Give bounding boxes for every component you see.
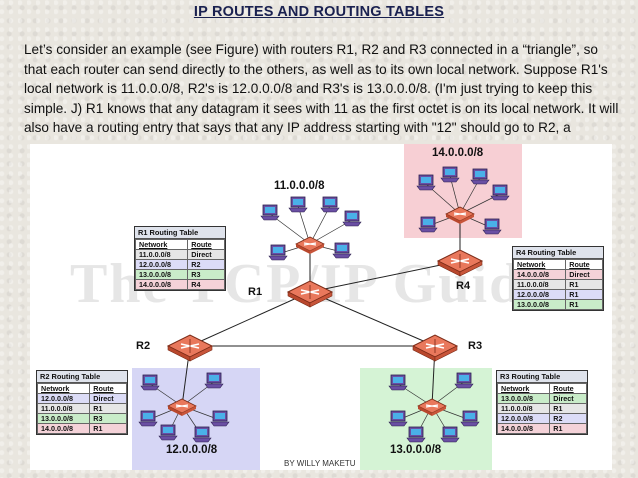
routing-table-route: Direct <box>565 269 603 280</box>
router-label-r3: R3 <box>468 340 483 352</box>
link-r1-r3 <box>309 291 436 347</box>
router-r1 <box>287 280 333 308</box>
routing-table-header: Route <box>565 259 603 270</box>
routing-table-route: Direct <box>89 393 127 404</box>
routing-table-header: Network <box>512 259 567 270</box>
network-label-12: 12.0.0.0/8 <box>166 444 218 456</box>
routing-table-header: Route <box>89 383 127 394</box>
routing-table-route: R3 <box>187 269 225 280</box>
routing-table-header: Route <box>549 383 587 394</box>
network-label-11: 11.0.0.0/8 <box>274 180 325 192</box>
switch-14 <box>445 206 475 225</box>
router-label-r2: R2 <box>136 340 151 352</box>
routing-table-route: Direct <box>549 393 587 404</box>
routing-table-route: R1 <box>89 403 127 414</box>
routing-table-title: R3 Routing Table <box>497 371 587 383</box>
routing-table-network: 14.0.0.0/8 <box>496 423 551 434</box>
router-r4 <box>437 249 483 277</box>
routing-table-network: 13.0.0.0/8 <box>512 299 567 310</box>
routing-table-network: 14.0.0.0/8 <box>512 269 567 280</box>
routing-table-route: R4 <box>187 279 225 290</box>
routing-table-route: R1 <box>549 423 587 434</box>
slide-title: IP ROUTES AND ROUTING TABLES <box>193 4 445 20</box>
switch-13 <box>417 398 447 417</box>
routing-table-header: Route <box>187 239 225 250</box>
switch-11 <box>295 236 325 255</box>
routing-table-network: 12.0.0.0/8 <box>134 259 189 270</box>
routing-table-route: R2 <box>549 413 587 424</box>
routing-table-header: Network <box>134 239 189 250</box>
router-label-r4: R4 <box>456 280 471 292</box>
routing-table-network: 11.0.0.0/8 <box>512 279 567 290</box>
routing-table-route: R1 <box>549 403 587 414</box>
topology-diagram <box>138 166 510 443</box>
routing-table-route: Direct <box>187 249 225 260</box>
network-label-14: 14.0.0.0/8 <box>432 147 484 159</box>
routing-table-network: 13.0.0.0/8 <box>496 393 551 404</box>
routing-table-route: R3 <box>89 413 127 424</box>
routing-table-header: Network <box>36 383 91 394</box>
routing-table-title: R1 Routing Table <box>135 227 225 239</box>
switch-12 <box>167 398 197 417</box>
pc-group-14 <box>416 166 510 235</box>
routing-table-network: 13.0.0.0/8 <box>36 413 91 424</box>
routing-table-network: 12.0.0.0/8 <box>512 289 567 300</box>
routing-table-route: R1 <box>565 289 603 300</box>
network-figure: The TCP/IP Guide <box>30 144 612 470</box>
router-label-r1: R1 <box>248 286 263 298</box>
slide-paragraph: Let’s consider an example (see Figure) w… <box>24 42 619 136</box>
routing-table-route: R1 <box>565 299 603 310</box>
routing-table-title: R4 Routing Table <box>513 247 603 259</box>
link-r1-r2 <box>189 291 311 347</box>
routing-table-route: R1 <box>565 279 603 290</box>
routing-table-header: Network <box>496 383 551 394</box>
routing-table-network: 11.0.0.0/8 <box>36 403 91 414</box>
routing-table-network: 12.0.0.0/8 <box>496 413 551 424</box>
routing-table-network: 14.0.0.0/8 <box>134 279 189 290</box>
slide-footer: BY WILLY MAKETU <box>282 459 358 468</box>
routing-table-route: R1 <box>89 423 127 434</box>
network-label-13: 13.0.0.0/8 <box>390 444 442 456</box>
link-r1-r4 <box>309 260 461 293</box>
routing-table-network: 11.0.0.0/8 <box>134 249 189 260</box>
routing-table-title: R2 Routing Table <box>37 371 127 383</box>
routing-table-route: R2 <box>187 259 225 270</box>
routing-table-network: 13.0.0.0/8 <box>134 269 189 280</box>
routing-table-network: 12.0.0.0/8 <box>36 393 91 404</box>
routing-table-network: 11.0.0.0/8 <box>496 403 551 414</box>
routing-table-network: 14.0.0.0/8 <box>36 423 91 434</box>
